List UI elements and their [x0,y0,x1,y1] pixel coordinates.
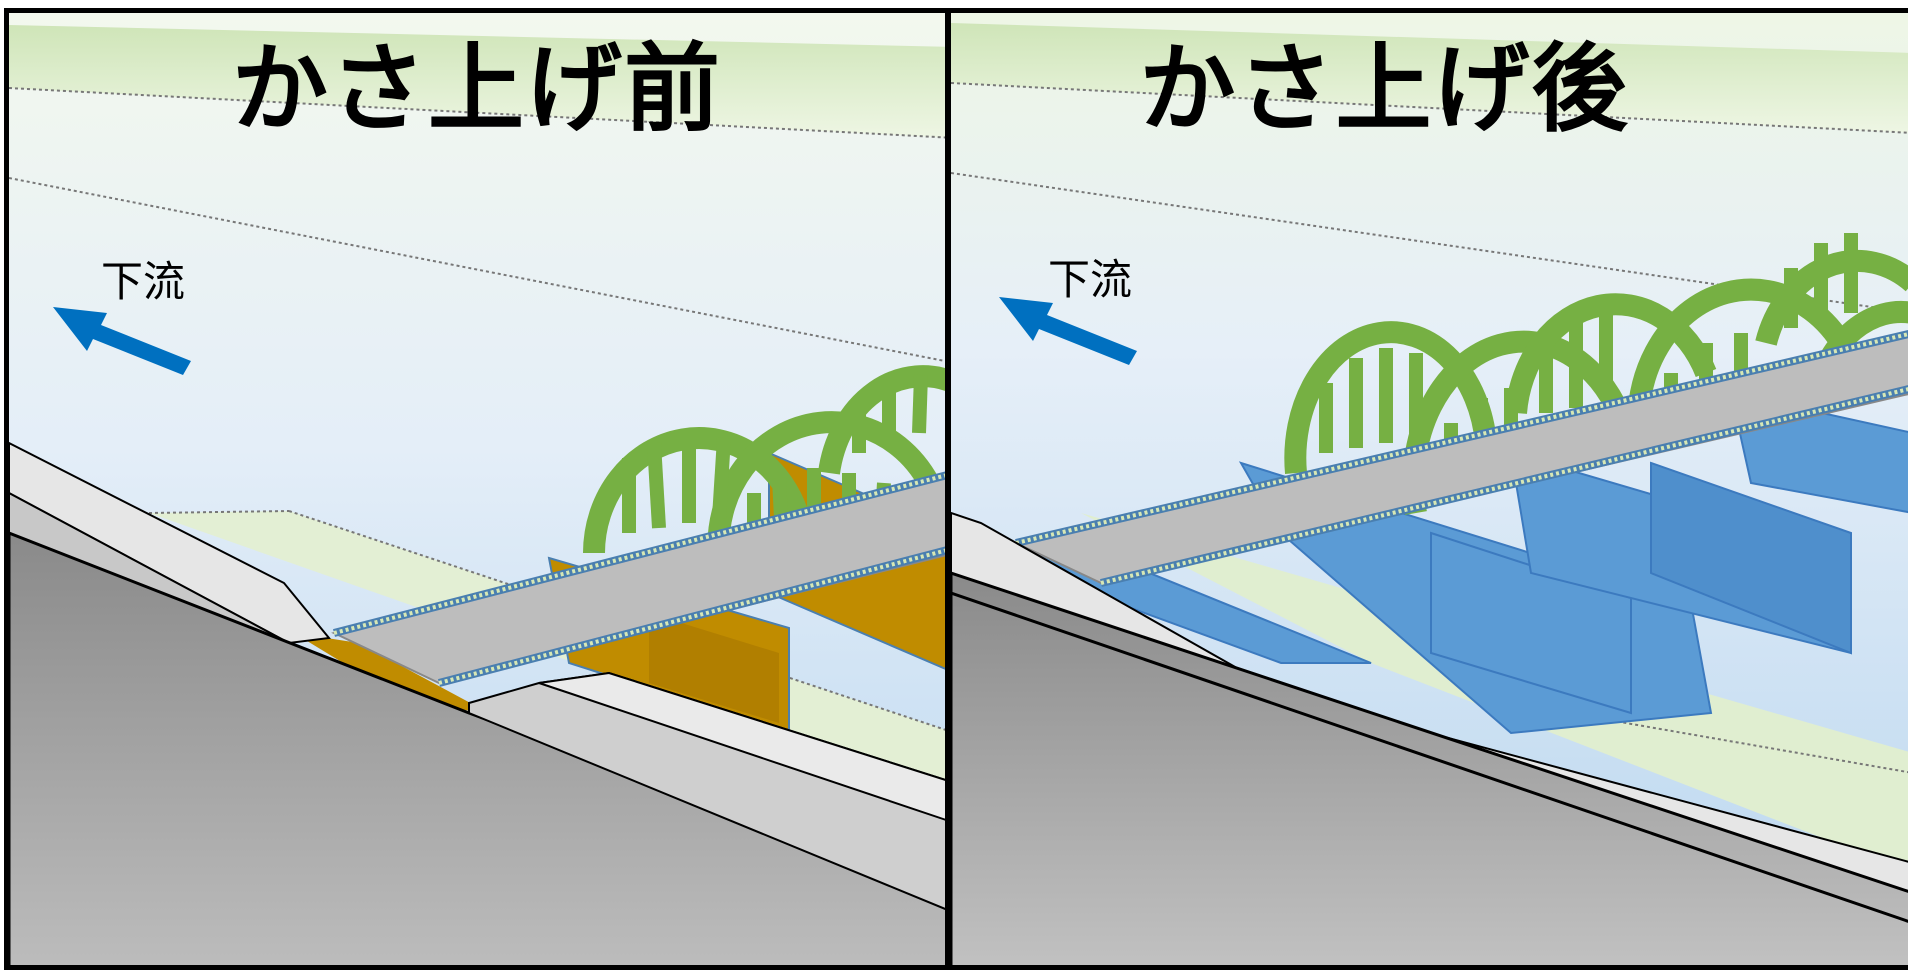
near-levee-top [951,511,1908,893]
arches-after [1284,233,1908,515]
far-bank-band [9,25,945,138]
panel-before: かさ上げ前 下流 [4,8,950,970]
flow-direction-label-after: 下流 [1048,255,1133,304]
left-bank-ground [9,531,945,965]
scene-after [951,13,1908,965]
flow-direction-label-before: 下流 [101,257,186,306]
far-bank-band [951,23,1908,133]
arrow-up-left-icon [53,307,191,375]
panel-after: かさ上げ後 下流 [946,8,1908,970]
scene-before [9,13,945,965]
near-bank-ground [951,571,1908,965]
panel-title-before: かさ上げ前 [232,33,722,145]
left-levee-top [9,441,331,645]
panel-title-after: かさ上げ後 [1139,33,1630,145]
arrow-up-left-icon [999,297,1137,365]
